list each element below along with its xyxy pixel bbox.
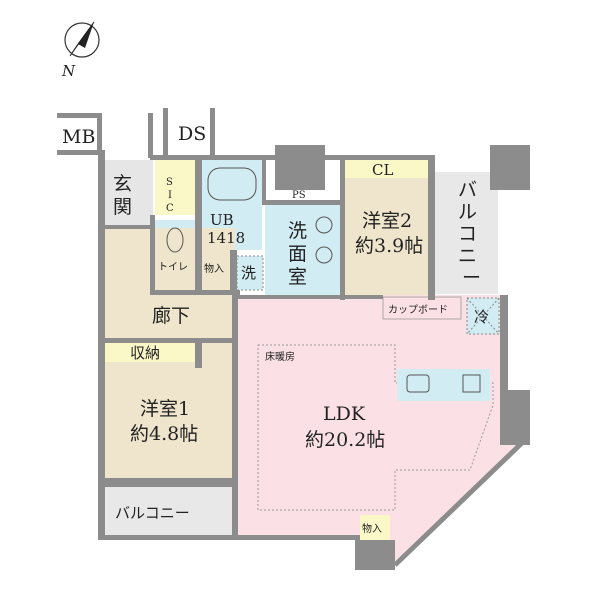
room2-size: 約3.9帖 (355, 235, 423, 257)
washer-label: 洗 (241, 264, 256, 282)
entrance-label-2: 関 (113, 196, 132, 218)
washer-space (236, 255, 264, 291)
hallway-fill (105, 228, 153, 238)
toilet-icon (166, 227, 184, 253)
balcony-right (435, 172, 498, 294)
ub-size: 1418 (207, 229, 245, 247)
entrance-label-1: 玄 (113, 173, 132, 195)
ps-label: PS (292, 190, 306, 201)
ldk-size: 約20.2帖 (305, 429, 385, 451)
walls (57, 108, 530, 570)
ds-label: DS (178, 123, 206, 145)
cl-closet (345, 160, 428, 178)
ldk-area (238, 295, 525, 565)
balcony-bottom (105, 487, 235, 535)
hallway (105, 228, 235, 340)
storage-small-label: 物入 (204, 262, 224, 275)
floor-heating-label: 床暖房 (265, 350, 295, 363)
room2-label: 洋室2 (362, 210, 412, 232)
ldk-storage-label: 物入 (362, 522, 382, 535)
toilet-label: トイレ (158, 262, 188, 273)
ldk-label: LDK (323, 403, 366, 425)
bathtub-icon (207, 167, 257, 201)
hallway-label: 廊下 (152, 305, 190, 327)
sink-icon (406, 374, 430, 393)
sic-label-3: C (166, 203, 174, 214)
ub-label: UB (210, 211, 234, 229)
ldk-storage (360, 515, 390, 540)
shoe-closet (155, 160, 195, 215)
balcony-right-1: バ (458, 179, 477, 201)
north-label: N (61, 62, 76, 80)
mb-label: MB (62, 126, 95, 148)
balcony-right-2: ル (458, 201, 477, 223)
basin-icon (315, 216, 333, 234)
cupboard-label: カップボード (388, 304, 448, 316)
room2 (345, 160, 428, 295)
fridge-label: 冷 (474, 308, 489, 326)
basin-icon (315, 246, 333, 264)
closet (105, 342, 195, 362)
entrance (105, 160, 153, 225)
balcony-right-3: コ (458, 223, 477, 245)
sic-label-1: S (166, 177, 173, 188)
cupboard (382, 296, 462, 320)
washroom (265, 205, 340, 295)
washroom-label-1: 洗 (288, 220, 307, 242)
room1 (105, 342, 232, 478)
floor-heating-area (257, 344, 494, 511)
stove-icon (462, 374, 481, 393)
cl-label: CL (372, 161, 393, 179)
sic-label-2: I (168, 190, 172, 201)
washroom-label-3: 室 (288, 266, 307, 288)
north-arrow-icon (64, 21, 100, 58)
balcony-bottom-label: バルコニー (115, 504, 190, 522)
balcony-right-5: ー (462, 267, 481, 289)
balcony-right-4: ニ (458, 245, 477, 267)
room1-label: 洋室1 (140, 398, 190, 420)
kitchen-counter (397, 369, 490, 401)
washroom-label-2: 面 (288, 243, 307, 265)
room1-size: 約4.8帖 (130, 423, 198, 445)
closet-label: 収納 (130, 344, 160, 362)
